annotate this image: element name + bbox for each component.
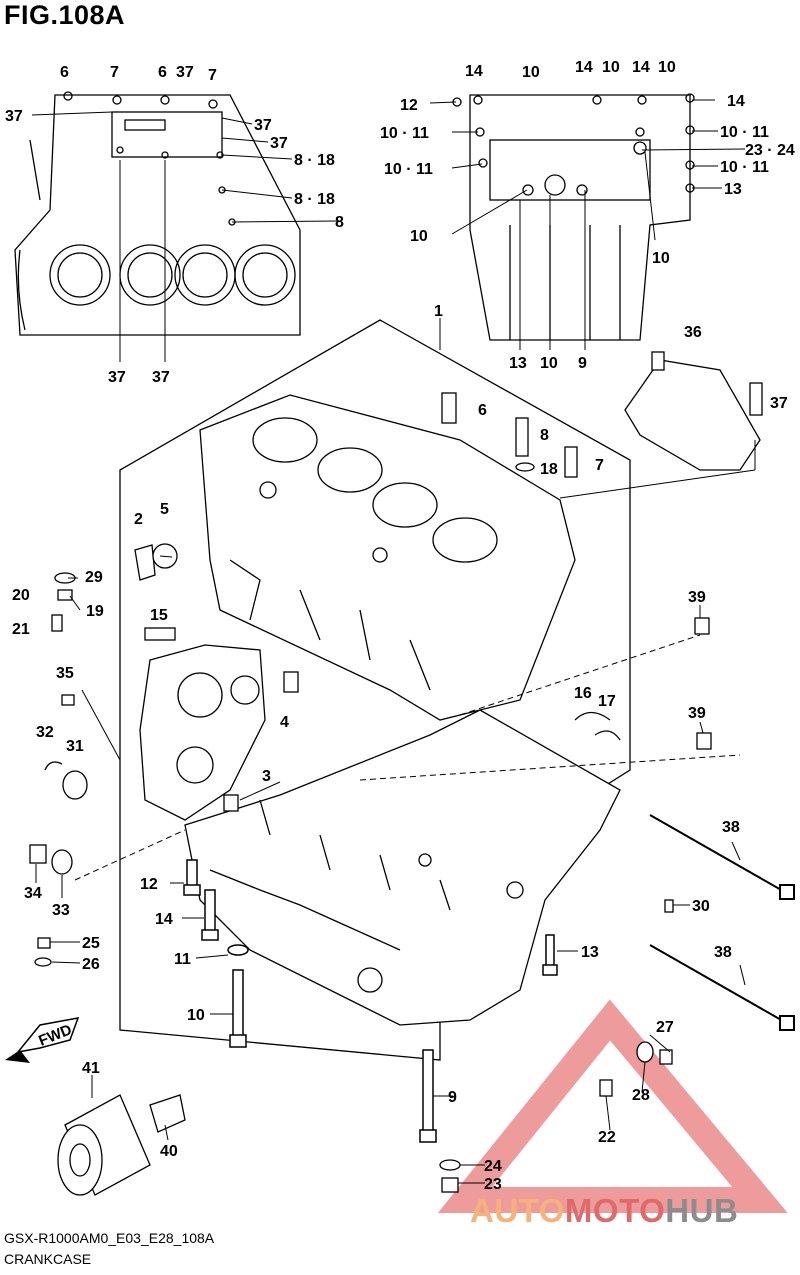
callout-8b: 8 [540, 427, 549, 444]
callout-14a: 14 [465, 63, 483, 80]
callout-31: 31 [66, 738, 84, 755]
callout-21: 21 [12, 621, 30, 638]
callout-40: 40 [160, 1143, 178, 1160]
callout-9a: 9 [578, 355, 587, 372]
callout-39b: 39 [688, 705, 706, 722]
callout-10e: 10 [652, 250, 670, 267]
callout-37b: 37 [5, 108, 23, 125]
callout-28: 28 [632, 1087, 650, 1104]
callout-12: 12 [400, 97, 418, 114]
callout-14b: 14 [575, 59, 593, 76]
callout-17: 17 [598, 693, 616, 710]
bolts-9-10 [183, 859, 558, 1143]
callout-7a: 7 [110, 64, 119, 81]
callout-6c: 6 [478, 402, 487, 419]
callout-5: 5 [160, 501, 169, 518]
callout-13a: 13 [724, 181, 742, 198]
cover-36 [624, 351, 761, 471]
bolts-38 [649, 814, 795, 1031]
callout-11: 11 [174, 951, 191, 968]
figure-caption: CRANKCASE [4, 1251, 92, 1267]
callout-8: 8 [335, 214, 344, 231]
callout-10-11d: 10 · 11 [720, 159, 769, 176]
fwd-arrow-icon: FWD [5, 1017, 80, 1063]
callout-16: 16 [574, 685, 592, 702]
callout-23: 23 [484, 1176, 502, 1193]
callout-2: 2 [134, 511, 143, 528]
callout-14d: 14 [727, 93, 745, 110]
callout-38b: 38 [714, 944, 732, 961]
callout-27: 27 [656, 1019, 674, 1036]
callout-38a: 38 [722, 819, 740, 836]
callout-6b: 6 [158, 64, 167, 81]
callout-37c: 37 [254, 117, 272, 134]
callout-39a: 39 [688, 589, 706, 606]
callout-18: 18 [540, 461, 558, 478]
callout-36: 36 [684, 324, 702, 341]
callout-10b: 10 [602, 59, 620, 76]
callout-7b: 7 [208, 67, 217, 84]
top-right-crankcase-view [452, 93, 695, 341]
callout-10-11c: 10 · 11 [384, 161, 433, 178]
callout-30: 30 [692, 898, 710, 915]
callout-12b: 12 [140, 876, 158, 893]
callout-37d: 37 [270, 135, 288, 152]
callout-10f: 10 [540, 355, 558, 372]
leader-lines [31, 99, 756, 1184]
lower-crankcase [184, 709, 621, 1026]
callout-10-11b: 10 · 11 [720, 124, 769, 141]
callout-6a: 6 [60, 64, 69, 81]
callout-19: 19 [86, 603, 104, 620]
model-code: GSX-R1000AM0_E03_E28_108A [4, 1230, 215, 1246]
callout-13b: 13 [509, 355, 527, 372]
callout-10c: 10 [658, 59, 676, 76]
callout-37f: 37 [152, 369, 170, 386]
figure-title: FIG.108A [4, 0, 126, 30]
callout-37a: 37 [176, 64, 194, 81]
callout-10d: 10 [410, 228, 428, 245]
callout-7c: 7 [595, 457, 604, 474]
callout-14c: 14 [632, 59, 650, 76]
callout-34: 34 [24, 885, 42, 902]
callout-1: 1 [434, 303, 443, 320]
callout-29: 29 [85, 569, 103, 586]
callout-14e: 14 [155, 911, 173, 928]
side-cover-plate [139, 644, 266, 821]
callout-3: 3 [262, 768, 271, 785]
callout-22: 22 [598, 1129, 616, 1146]
callout-37e: 37 [108, 369, 126, 386]
callout-10g: 10 [187, 1007, 205, 1024]
callout-8-18a: 8 · 18 [294, 152, 335, 169]
callout-41: 41 [82, 1060, 100, 1077]
callout-15: 15 [150, 607, 168, 624]
callout-20: 20 [12, 587, 30, 604]
watermark-logo: AUTOMOTOHUB [470, 1192, 738, 1230]
callout-13c: 13 [581, 944, 599, 961]
callout-24: 24 [484, 1158, 502, 1175]
callout-4: 4 [280, 714, 289, 731]
callout-labels: 6 7 6 37 7 37 37 37 8 · 18 8 · 18 8 37 3… [5, 59, 795, 1193]
callout-9b: 9 [448, 1089, 457, 1106]
small-parts [29, 382, 763, 1196]
upper-crankcase [199, 394, 576, 721]
callout-35: 35 [56, 665, 74, 682]
callout-8-18b: 8 · 18 [294, 191, 335, 208]
callout-10a: 10 [522, 64, 540, 81]
watermark-triangle [437, 999, 788, 1213]
callout-32: 32 [36, 724, 54, 741]
callout-25: 25 [82, 935, 100, 952]
watermark-hub: HUB [665, 1192, 739, 1229]
watermark-auto: AUTO [470, 1192, 565, 1229]
watermark-moto: MOTO [564, 1192, 666, 1229]
callout-23-24: 23 · 24 [745, 142, 795, 159]
callout-37g: 37 [770, 395, 788, 412]
callout-10-11a: 10 · 11 [380, 125, 429, 142]
callout-33: 33 [52, 902, 70, 919]
callout-26: 26 [82, 956, 100, 973]
